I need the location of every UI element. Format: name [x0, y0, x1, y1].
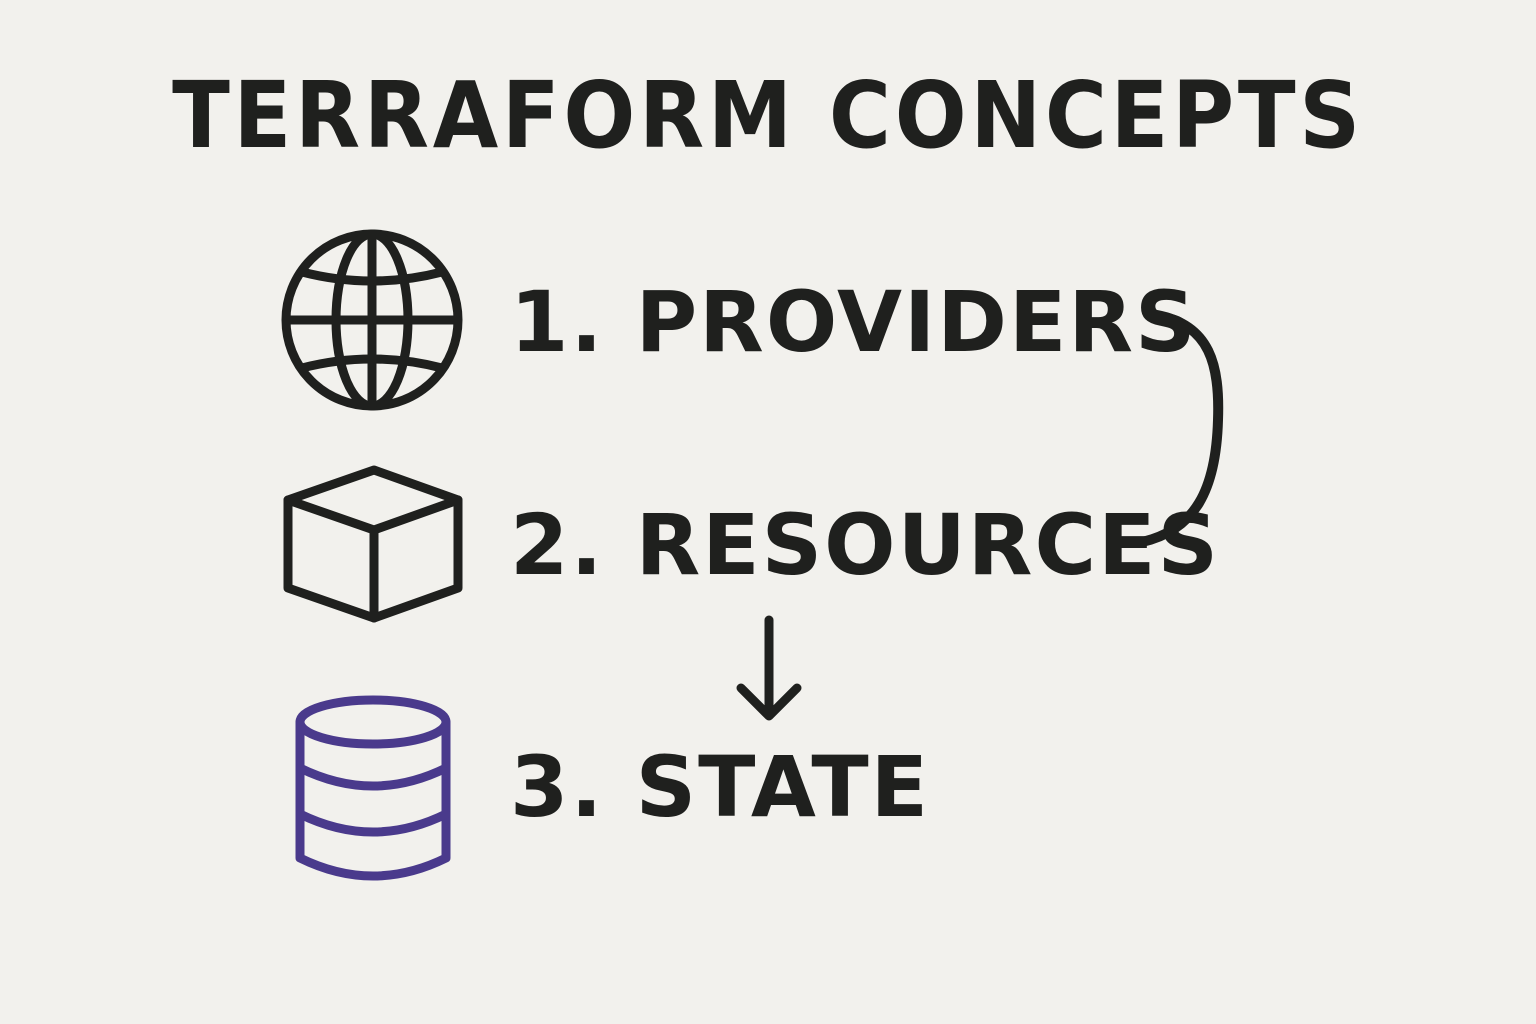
cube-icon	[283, 465, 463, 623]
globe-icon	[281, 229, 463, 411]
resources-label: 2. RESOURCES	[510, 496, 1220, 594]
state-label: 3. STATE	[510, 738, 931, 836]
providers-label: 1. PROVIDERS	[510, 273, 1198, 371]
providers-resources-connector	[1137, 310, 1224, 547]
arrow-down-icon	[736, 615, 802, 721]
database-icon	[295, 695, 451, 881]
diagram-title: TERRAFORM CONCEPTS	[172, 62, 1364, 169]
